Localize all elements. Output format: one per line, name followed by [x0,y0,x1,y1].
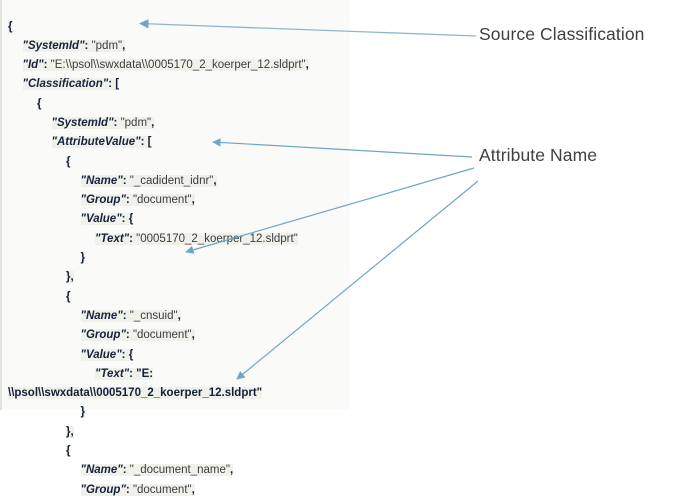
code-line: "SystemId": "pdm", [51,116,155,129]
code-panel-left-edge [0,0,2,410]
code-line: }, [66,271,74,284]
code-line: \\psol\\swxdata\\0005170_2_koerper_12.sl… [8,387,263,400]
code-line: { [8,20,13,33]
code-line: { [37,97,42,110]
json-code-block: { "SystemId": "pdm", "Id": "E:\\psol\\swxd… [0,12,360,500]
code-line: { [66,290,71,303]
code-line: "Group": "document", [80,483,195,496]
code-line: "Text": "E: [95,367,154,380]
code-line: } [80,252,85,265]
code-line: "Id": "E:\\psol\\swxdata\\0005170_2_koer… [22,59,309,72]
code-line: "Value": { [80,213,134,226]
annotation-label-attribute-name: Attribute Name [479,145,598,165]
code-line: "Group": "document", [80,194,195,207]
code-line: "Value": { [80,348,134,361]
code-line: "SystemId": "pdm", [22,39,126,52]
code-line: { [66,155,71,168]
code-line: "Name": "_cnsuid", [80,309,181,322]
code-line: } [80,406,85,419]
annotated-json-figure: { "SystemId": "pdm", "Id": "E:\\psol\\swxd… [0,0,645,496]
code-line: "Group": "document", [80,329,195,342]
code-line: }, [66,425,74,438]
code-line: "Classification": [ [22,78,120,91]
code-line: "AttributeValue": [ [51,136,152,149]
code-line: "Text": "0005170_2_koerper_12.sldprt" [95,232,298,245]
annotation-label-source-classification: Source Classification [479,24,645,44]
code-line: { [66,445,71,458]
code-line: "Name": "_document_name", [80,464,234,477]
code-line: "Name": "_cadident_idnr", [80,174,217,187]
